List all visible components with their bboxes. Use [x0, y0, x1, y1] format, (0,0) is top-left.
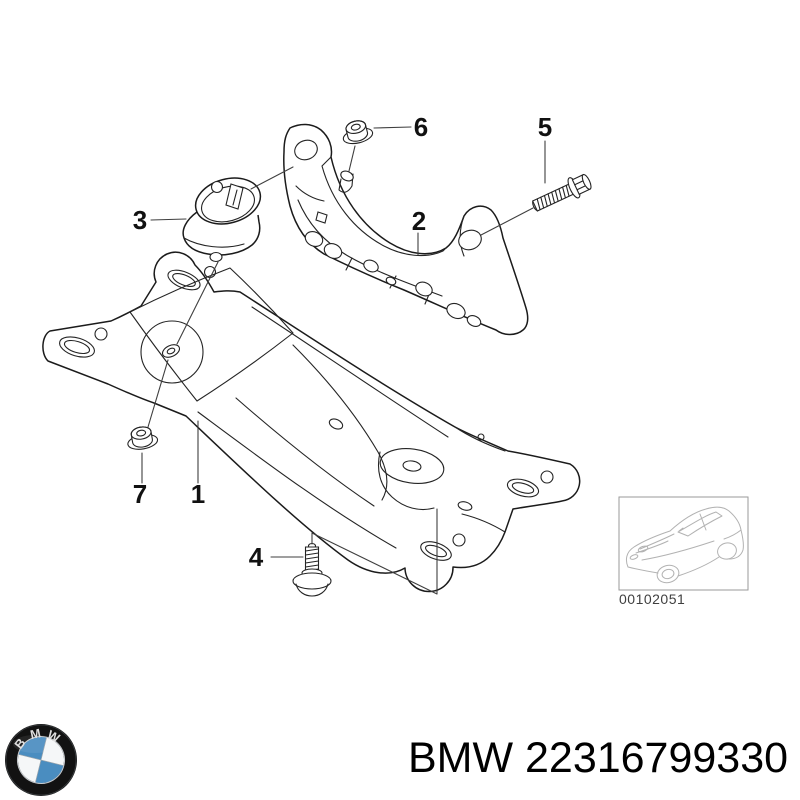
- bolt-threads: [536, 184, 570, 211]
- slot-outer: [167, 269, 201, 291]
- screw-dome: [295, 583, 329, 597]
- mount-bottom-stud: [209, 251, 223, 263]
- slot-inner: [63, 339, 91, 355]
- logo-outer-rim: [5, 724, 77, 796]
- logo-letter-m-pos: M: [29, 726, 42, 742]
- mount-disc-rim: [201, 185, 255, 223]
- flange-hole: [452, 533, 466, 547]
- car-drawing: [625, 506, 744, 584]
- bracket-hole: [385, 276, 397, 286]
- car-rear-wheel: [717, 542, 737, 560]
- slot-outer: [506, 478, 540, 498]
- mid-beam-oval: [328, 418, 344, 430]
- thumbnail-caption: 00102051: [619, 591, 685, 607]
- logo-blue-quadrant-br: [35, 760, 64, 783]
- mount-stud-block-line: [232, 189, 238, 206]
- car-body-outline: [625, 506, 744, 577]
- crossmember-outline: [42, 251, 581, 593]
- callout-1: 1: [191, 479, 205, 509]
- bolt-5-drawing: [531, 173, 592, 212]
- car-hood-lines: [635, 529, 742, 561]
- logo-quadrants: [17, 736, 65, 784]
- boss-hole: [161, 344, 181, 358]
- car-grille: [629, 554, 639, 560]
- bracket-hole: [415, 281, 433, 297]
- bracket-ear-hole-left: [294, 139, 318, 161]
- leader-lines: [141, 126, 546, 595]
- bracket-hole: [304, 231, 324, 247]
- mount-stud-block: [225, 183, 244, 210]
- nut-hole: [136, 429, 147, 437]
- bracket-hole: [363, 259, 379, 273]
- boss-hole-inner: [166, 347, 176, 355]
- callout-5: 5: [538, 112, 552, 142]
- right-flange-details: [328, 418, 554, 561]
- car-thumbnail: 00102051: [618, 496, 749, 607]
- nut-top: [345, 120, 367, 135]
- logo-gloss: [13, 735, 57, 753]
- part-number-text: BMW 22316799330: [408, 734, 788, 782]
- bracket-drawing: [283, 123, 529, 336]
- screw-washer: [292, 572, 332, 590]
- car-front-wheel-hub: [661, 568, 675, 580]
- screw-threads: [304, 548, 320, 572]
- small-hole: [477, 433, 485, 441]
- nut-top: [130, 426, 152, 440]
- plate-folds: [377, 426, 506, 533]
- bmw-logo: B M W: [5, 724, 77, 796]
- callout-7: 7: [133, 479, 147, 509]
- bracket-square-hole: [315, 211, 328, 224]
- logo-blue-quadrant-tl: [18, 737, 47, 760]
- callout-2: 2: [412, 206, 426, 236]
- slot-outer: [420, 541, 452, 561]
- bracket-hole: [466, 315, 482, 327]
- callout-4: 4: [249, 542, 264, 572]
- beam-contours: [197, 306, 449, 549]
- car-window-lines: [677, 511, 723, 537]
- right-boss: [379, 448, 445, 484]
- callout-6: 6: [414, 112, 428, 142]
- left-mount-boss: [140, 320, 204, 384]
- small-oval-hole: [457, 501, 473, 511]
- slot-inner: [172, 272, 196, 288]
- logo-letter-m: M: [29, 726, 42, 742]
- nut-hole: [350, 123, 361, 131]
- bracket-hole: [446, 302, 466, 320]
- flange-hole: [94, 327, 108, 341]
- crossmember-drawing: [42, 251, 581, 593]
- bracket-stud: [338, 170, 354, 193]
- slot-outer: [59, 336, 95, 358]
- right-boss-hole: [402, 460, 422, 472]
- logo-cross-lines: [18, 737, 64, 783]
- car-front-wheel: [656, 564, 680, 584]
- bracket-holes: [294, 139, 482, 327]
- car-headlight: [637, 545, 649, 553]
- stud-top: [340, 170, 354, 182]
- bolt-4-drawing: [292, 542, 332, 597]
- nut-6-drawing: [342, 120, 374, 145]
- mount-drawing: [182, 177, 262, 263]
- bracket-ear-hole-right: [458, 229, 482, 251]
- callout-3: 3: [133, 205, 147, 235]
- left-flange-slots: [59, 265, 217, 358]
- slot-inner: [511, 482, 535, 494]
- nut-7-drawing: [127, 426, 159, 450]
- logo-inner-rim: [17, 736, 65, 784]
- bracket-hole: [323, 243, 343, 259]
- flange-hole: [540, 470, 554, 484]
- mount-stud-hole: [210, 180, 224, 194]
- mount-bulge-line: [183, 237, 245, 248]
- mount-body: [182, 211, 261, 256]
- boss-circle: [140, 320, 204, 384]
